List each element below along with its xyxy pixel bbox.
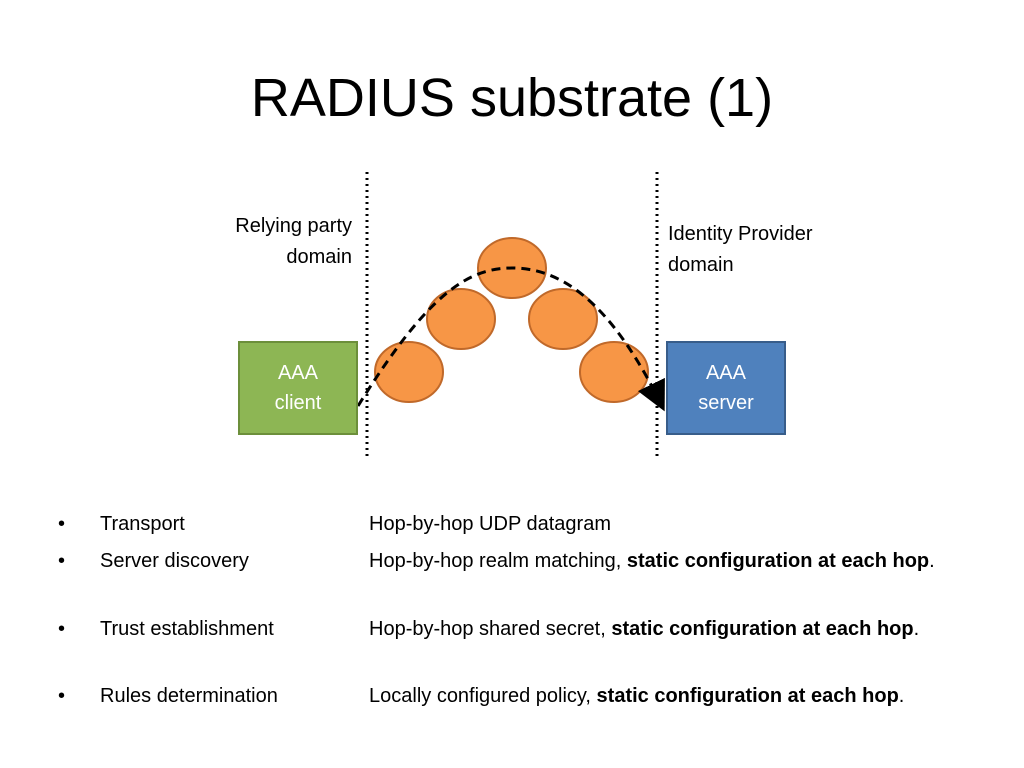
bullet-term: Trust establishment	[100, 618, 274, 640]
bullet-desc: Locally configured policy, static config…	[369, 680, 979, 713]
idp-label-line2: domain	[668, 254, 734, 276]
hop-node-5	[579, 341, 649, 403]
relying-party-label-line1: Relying party	[235, 215, 352, 237]
bullet-desc: Hop-by-hop UDP datagram	[369, 508, 979, 541]
idp-label-line1: Identity Provider	[668, 223, 813, 245]
bullet-desc-tail: .	[898, 685, 905, 707]
radius-diagram: Relying party domain Identity Provider d…	[235, 172, 813, 458]
aaa-server-box: AAA server	[666, 341, 786, 435]
bullet-desc: Hop-by-hop shared secret, static configu…	[369, 613, 979, 646]
bullet-desc-tail: .	[913, 618, 920, 640]
bullet-dot: •	[58, 550, 66, 572]
identity-provider-domain-label: Identity Provider domain	[668, 219, 813, 281]
bullet-desc-bold: static configuration at each hop	[611, 618, 914, 640]
aaa-client-box: AAA client	[238, 341, 358, 435]
bullet-desc-plain: Hop-by-hop shared secret,	[369, 618, 612, 640]
aaa-client-line1: AAA	[277, 362, 318, 384]
slide-title: RADIUS substrate (1)	[250, 68, 774, 128]
bullet-dot: •	[58, 685, 66, 707]
aaa-server-line1: AAA	[705, 362, 746, 384]
relying-party-label-line2: domain	[286, 246, 352, 268]
bullet-term: Rules determination	[100, 685, 278, 707]
bullet-term: Transport	[100, 513, 185, 535]
bullet-dot: •	[58, 513, 66, 535]
hop-node-4	[528, 288, 598, 350]
bullet-term: Server discovery	[100, 550, 249, 572]
aaa-client-line2: client	[274, 392, 322, 414]
request-path-arrow	[356, 266, 665, 412]
bullet-desc-tail: .	[929, 550, 935, 572]
bullet-desc-plain: Hop-by-hop realm matching,	[369, 550, 627, 572]
bullet-desc-bold: static configuration at each hop	[596, 685, 899, 707]
bullet-desc-plain: Hop-by-hop UDP datagram	[369, 513, 611, 535]
bullet-dot: •	[58, 618, 66, 640]
diagram-canvas	[356, 172, 665, 458]
bullet-desc-plain: Locally configured policy,	[369, 685, 597, 707]
aaa-server-line2: server	[698, 392, 754, 414]
hop-node-1	[374, 341, 444, 403]
hop-node-2	[426, 288, 496, 350]
bullet-desc: Hop-by-hop realm matching, static config…	[369, 545, 979, 578]
bullet-desc-bold: static configuration at each hop	[626, 550, 930, 572]
relying-party-domain-label: Relying party domain	[235, 211, 352, 273]
